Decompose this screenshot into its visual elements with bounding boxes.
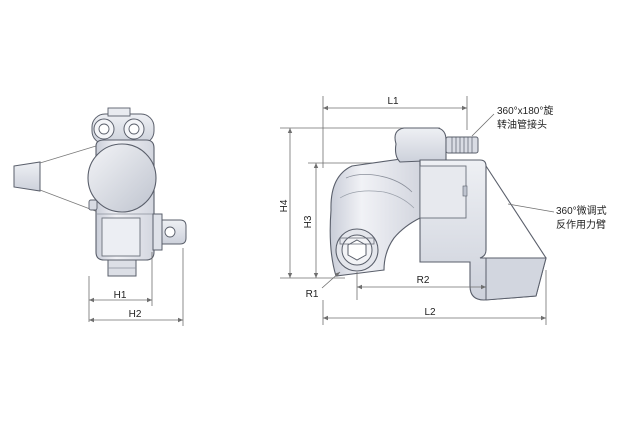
r1-label: R1 (306, 289, 319, 300)
r2-dimension (356, 272, 486, 300)
swivel-connector (445, 136, 479, 154)
swivel-port-right-inner (128, 123, 140, 135)
arm-diagonal (485, 165, 547, 259)
top-cap (107, 107, 131, 117)
nozzle-leader-top (39, 145, 97, 164)
drive-clip (339, 237, 375, 245)
side-view: H1 H2 (13, 107, 187, 326)
h3-label: H3 (303, 215, 314, 228)
side-knob (88, 199, 98, 211)
h1-label: H1 (114, 290, 127, 301)
side-window (101, 217, 141, 257)
swivel-knurl (451, 137, 473, 153)
l2-dimension (322, 270, 547, 325)
swivel-note-line2: 转油管接头 (497, 118, 547, 131)
r1-dimension (321, 271, 341, 289)
r2-label: R2 (417, 275, 430, 286)
h4-label: H4 (279, 199, 290, 212)
arm-slot (462, 185, 468, 197)
cylinder-circle (87, 143, 157, 213)
housing-contour (345, 174, 413, 193)
l2-label: L2 (424, 307, 436, 318)
reaction-leader (507, 203, 555, 213)
swivel-leader (471, 113, 495, 137)
l1-label: L1 (387, 96, 399, 107)
front-view: L1 H4 H3 (279, 96, 607, 325)
drive-flange (152, 213, 163, 251)
reaction-note-line2: 反作用力臂 (556, 218, 606, 231)
swivel-port-left-inner (98, 123, 110, 135)
drive-hole (164, 226, 176, 238)
arm-panel (419, 165, 467, 219)
reaction-foot (485, 257, 547, 301)
reaction-note-line1: 360°微调式 (556, 204, 607, 217)
swivel-note-line1: 360°x180°旋 (497, 104, 553, 117)
l1-dimension (322, 96, 468, 168)
housing-contour-2 (339, 190, 415, 209)
h2-dimension (89, 248, 184, 326)
hex-socket (347, 239, 367, 261)
h2-label: H2 (129, 309, 142, 320)
nozzle-leader-bottom (39, 189, 99, 213)
nozzle-fitting (13, 161, 41, 192)
h1-dimension (88, 252, 153, 322)
cylinder-top (394, 127, 447, 163)
